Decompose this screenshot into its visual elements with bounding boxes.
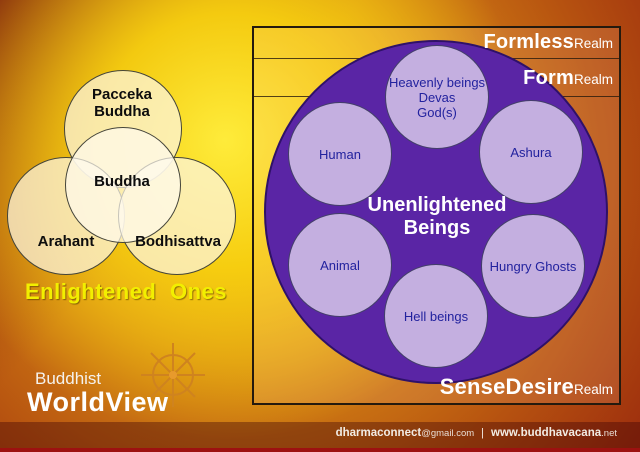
- buddha-circle: [65, 127, 181, 243]
- formless-realm-suffix: Realm: [573, 36, 613, 51]
- heavenly-beings-circle: Heavenly beings Devas God(s): [385, 45, 489, 149]
- hell-beings-circle: Hell beings: [384, 264, 488, 368]
- hungry-ghosts-circle: Hungry Ghosts: [481, 214, 585, 318]
- animal-realm-circle: Animal: [288, 213, 392, 317]
- sense-desire-realm-suffix: Realm: [573, 382, 613, 397]
- unenlightened-beings-title: Unenlightened Beings: [367, 194, 507, 239]
- footer-band: [0, 422, 640, 448]
- website-url-main: www.buddhavacana: [491, 427, 602, 439]
- dharma-wheel-icon: [141, 343, 205, 407]
- formless-realm-name: Formless: [483, 31, 574, 53]
- formless-realm-label: FormlessRealm: [483, 31, 613, 54]
- buddha-label: Buddha: [94, 173, 150, 190]
- ashura-realm-circle: Ashura: [479, 100, 583, 204]
- form-realm-suffix: Realm: [573, 72, 613, 87]
- sense-desire-realm-label: SenseDesireRealm: [440, 374, 613, 400]
- sense-desire-realm-name: SenseDesire: [439, 374, 574, 399]
- wheel-hub: [169, 371, 177, 379]
- human-realm-circle: Human: [288, 102, 392, 206]
- footer-contact: dharmaconnect@gmail.com | www.buddhavacana…: [336, 427, 617, 439]
- pacceka-buddha-label: Pacceka Buddha: [91, 86, 153, 120]
- realms-panel: FormlessRealm FormRealm SenseDesireRealm…: [252, 26, 621, 405]
- website-url-tld: .net: [601, 428, 617, 439]
- form-realm-label: FormRealm: [523, 67, 613, 90]
- bottom-edge-strip: [0, 448, 640, 452]
- contact-email-name: dharmaconnect: [335, 427, 422, 439]
- bodhisattva-label: Bodhisattva: [135, 233, 221, 250]
- contact-email-domain: @gmail.com: [421, 428, 475, 439]
- form-realm-name: Form: [523, 67, 574, 89]
- brand-line-worldview: WorldView: [27, 387, 169, 417]
- footer-separator: |: [481, 427, 484, 439]
- arahant-label: Arahant: [37, 233, 95, 250]
- enlightened-ones-title: Enlightened Ones: [24, 279, 228, 304]
- brand-line-buddhist: Buddhist: [35, 369, 102, 388]
